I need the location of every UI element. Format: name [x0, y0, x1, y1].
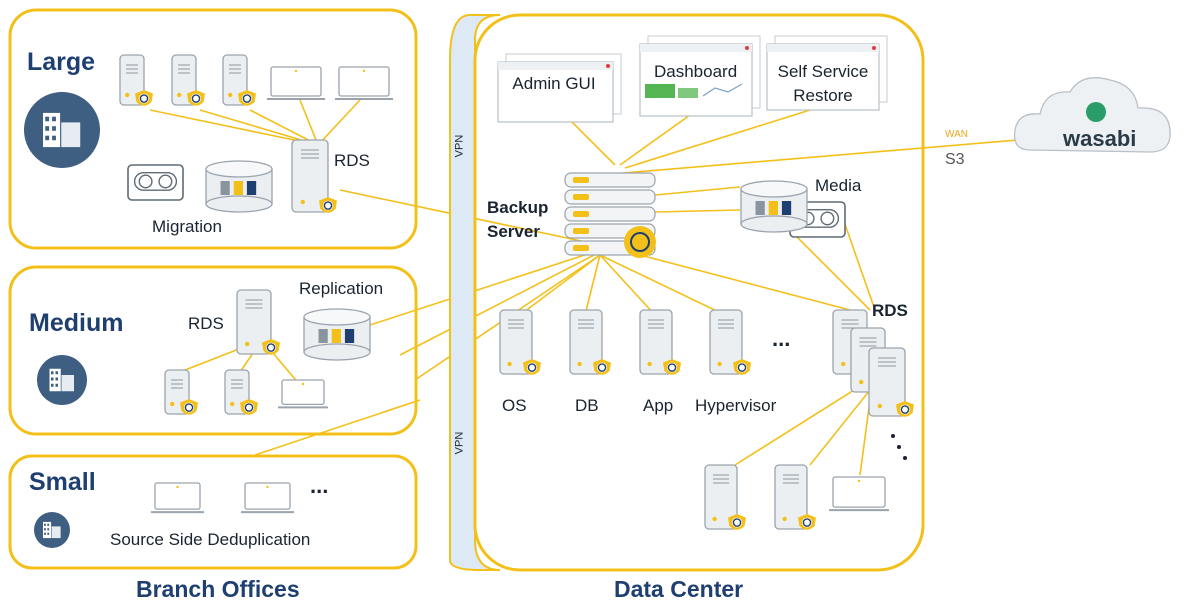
wasabi-brand-label: wasabi — [1063, 126, 1137, 151]
large-disk-icon — [205, 160, 273, 213]
dashboard-label: Dashboard — [654, 62, 738, 81]
shield-icon — [187, 90, 205, 106]
backup-server-badge-icon — [624, 226, 656, 258]
datacenter-ellipsis: ... — [772, 326, 791, 351]
shield-icon — [240, 399, 258, 415]
shield-icon — [319, 197, 337, 213]
self-service-restore-label: Self Service Restore — [777, 62, 869, 105]
datacenter-rds-label: RDS — [872, 301, 908, 320]
medium-title: Medium — [29, 309, 124, 337]
shield-icon — [262, 339, 280, 355]
large-laptop-1 — [267, 66, 325, 100]
shield-icon — [593, 359, 611, 375]
large-title: Large — [27, 48, 96, 76]
small-ellipsis: ... — [310, 473, 329, 498]
admin-gui-label: Admin GUI — [512, 74, 596, 93]
shield-icon — [663, 359, 681, 375]
small-branch-box — [8, 454, 418, 570]
medium-rds-server — [236, 289, 272, 355]
self-service-restore-window — [766, 35, 888, 111]
migration-label: Migration — [152, 217, 222, 236]
small-building-icon — [34, 512, 70, 548]
replication-label: Replication — [299, 279, 384, 298]
medium-branch-box — [8, 265, 418, 436]
shield-icon — [896, 401, 914, 417]
client-hypervisor-server — [709, 309, 743, 375]
dc-server-bottom-1 — [704, 464, 738, 530]
medium-laptop — [278, 379, 328, 409]
shield-icon — [798, 514, 816, 530]
client-os-label: OS — [502, 396, 527, 415]
medium-rds-label: RDS — [188, 314, 224, 333]
client-app-server — [639, 309, 673, 375]
branch-offices-label: Branch Offices — [136, 576, 300, 602]
backup-server-label: Backup Server — [487, 198, 549, 241]
dc-laptop-bottom — [829, 476, 889, 512]
shield-icon — [238, 90, 256, 106]
small-laptop-2 — [241, 482, 294, 514]
shield-icon — [180, 399, 198, 415]
small-laptop-1 — [151, 482, 204, 514]
connection-lines — [149, 99, 1019, 476]
dc-server-bottom-2 — [774, 464, 808, 530]
medium-building-icon — [37, 355, 87, 405]
vpn-bottom-label: VPN — [453, 431, 466, 455]
large-laptop-2 — [335, 66, 393, 100]
replication-disk-icon — [303, 308, 371, 361]
client-os-server — [499, 309, 533, 375]
wasabi-logo-icon — [1086, 102, 1106, 122]
large-branch-box — [8, 8, 418, 250]
datacenter-box — [473, 13, 925, 572]
media-label: Media — [815, 176, 862, 195]
large-rds-label: RDS — [334, 151, 370, 170]
shield-icon — [135, 90, 153, 106]
datacenter-label: Data Center — [614, 576, 744, 602]
dedup-label: Source Side Deduplication — [110, 530, 311, 549]
client-hypervisor-label: Hypervisor — [695, 396, 777, 415]
large-tape-icon — [127, 164, 184, 201]
dc-rds-server-3 — [868, 347, 906, 417]
shield-icon — [523, 359, 541, 375]
large-building-icon — [24, 92, 100, 168]
shield-icon — [733, 359, 751, 375]
dashboard-window — [639, 35, 761, 117]
admin-gui-window — [497, 53, 622, 123]
small-title: Small — [29, 468, 96, 496]
client-app-label: App — [643, 396, 674, 415]
vpn-top-label: VPN — [453, 134, 466, 158]
wan-label: WAN — [945, 129, 968, 140]
client-db-label: DB — [575, 396, 599, 415]
large-rds-server — [291, 139, 329, 213]
shield-icon — [728, 514, 746, 530]
client-db-server — [569, 309, 603, 375]
media-disk-icon — [740, 180, 808, 233]
s3-label: S3 — [945, 151, 965, 168]
